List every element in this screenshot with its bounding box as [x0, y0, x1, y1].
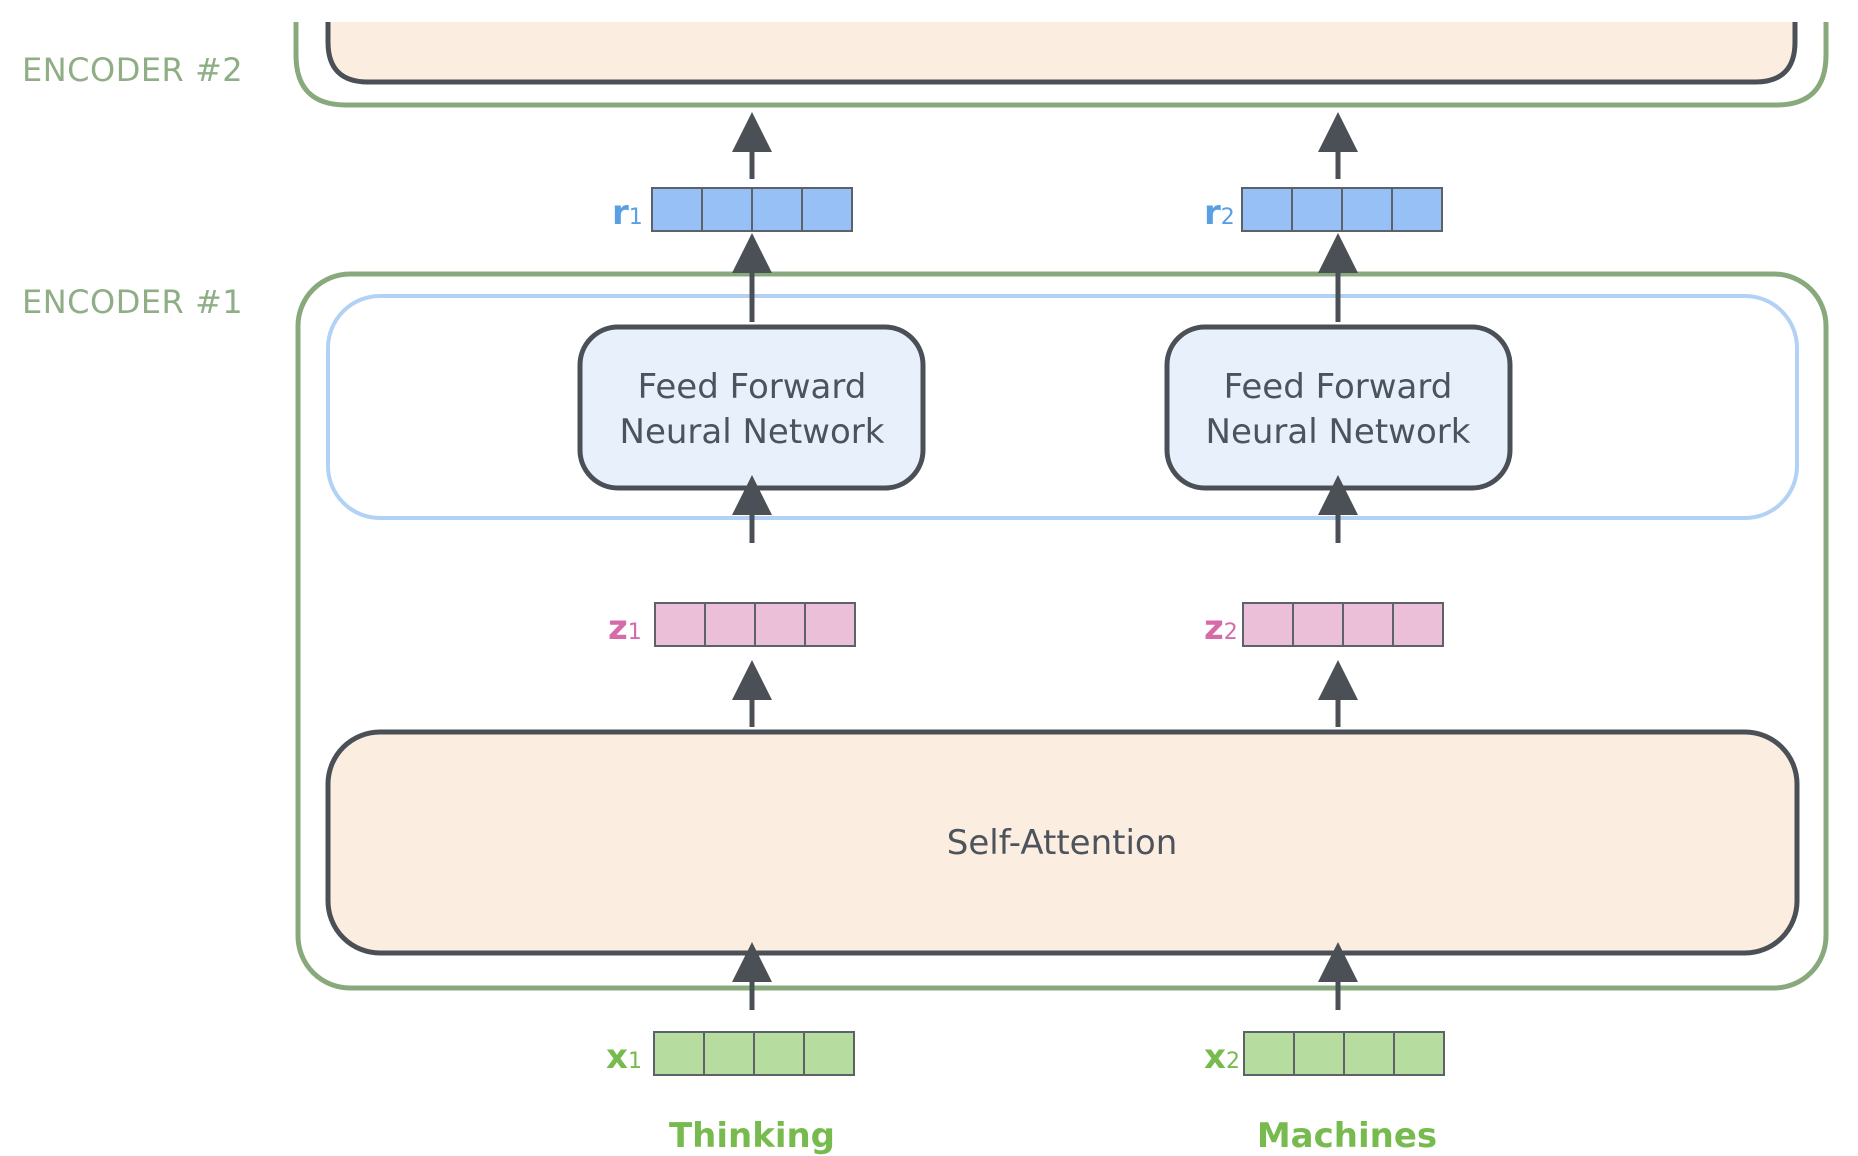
- vector-r1-cell: [651, 187, 703, 232]
- vector-r2-subscript: 2: [1221, 205, 1235, 230]
- vector-z1-cell: [654, 602, 706, 647]
- vector-x1-symbol: x: [606, 1037, 628, 1077]
- vector-z1-label: z1: [608, 608, 642, 648]
- encoder-2-label: ENCODER #2: [22, 51, 243, 89]
- ffnn-1-line2: Neural Network: [620, 412, 885, 452]
- vector-z2-symbol: z: [1204, 608, 1224, 648]
- vector-z2-label: z2: [1204, 608, 1238, 648]
- vector-r1: [651, 187, 853, 232]
- input-word-2: Machines: [1257, 1116, 1437, 1156]
- vector-r1-cell: [701, 187, 753, 232]
- vector-z2-cell: [1342, 602, 1394, 647]
- ffnn-2-line2: Neural Network: [1206, 412, 1471, 452]
- vector-z2: [1242, 602, 1444, 647]
- vector-x2-cell: [1243, 1031, 1295, 1076]
- encoder-2-outer-box: [293, 22, 1829, 108]
- vector-x1-cell: [803, 1031, 855, 1076]
- vector-r1-label: r1: [612, 193, 643, 233]
- vector-x2: [1243, 1031, 1445, 1076]
- vector-x1-subscript: 1: [628, 1049, 642, 1074]
- encoder-2: [293, 22, 1829, 108]
- self-attention-box: [325, 729, 1800, 956]
- vector-z2-cell: [1292, 602, 1344, 647]
- input-word-1: Thinking: [669, 1116, 835, 1156]
- encoder-1-box: [295, 271, 1829, 991]
- ffnn-box-2: [1164, 324, 1513, 491]
- vector-z1-subscript: 1: [628, 620, 642, 645]
- vector-z1: [654, 602, 856, 647]
- vector-r1-cell: [751, 187, 803, 232]
- vector-z1-symbol: z: [608, 608, 628, 648]
- vector-x1: [653, 1031, 855, 1076]
- encoder-1-label: ENCODER #1: [22, 283, 243, 321]
- vector-x2-symbol: x: [1204, 1037, 1226, 1077]
- vector-z2-cell: [1392, 602, 1444, 647]
- ffnn-2-line1: Feed Forward: [1224, 367, 1453, 407]
- vector-x2-cell: [1343, 1031, 1395, 1076]
- vector-x1-cell: [653, 1031, 705, 1076]
- vector-x1-label: x1: [606, 1037, 642, 1077]
- vector-x1-cell: [703, 1031, 755, 1076]
- vector-z2-cell: [1242, 602, 1294, 647]
- vector-r2-cell: [1291, 187, 1343, 232]
- vector-x2-cell: [1293, 1031, 1345, 1076]
- ffnn-group: [326, 294, 1799, 520]
- vector-z1-cell: [704, 602, 756, 647]
- vector-r2-cell: [1341, 187, 1393, 232]
- vector-z1-cell: [754, 602, 806, 647]
- vector-r2-label: r2: [1204, 193, 1235, 233]
- ffnn-box-1: [577, 324, 926, 491]
- ffnn-1-line1: Feed Forward: [638, 367, 867, 407]
- encoder-2-attention-border: [325, 22, 1798, 85]
- vector-x2-cell: [1393, 1031, 1445, 1076]
- vector-r2-cell: [1391, 187, 1443, 232]
- vector-r2: [1241, 187, 1443, 232]
- encoder-2-attention-box: [328, 22, 1795, 82]
- vector-x2-label: x2: [1204, 1037, 1240, 1077]
- vector-z2-subscript: 2: [1224, 620, 1238, 645]
- vector-r1-cell: [801, 187, 853, 232]
- vector-x2-subscript: 2: [1226, 1049, 1240, 1074]
- vector-r1-subscript: 1: [629, 205, 643, 230]
- vector-r1-symbol: r: [612, 193, 629, 233]
- vector-z1-cell: [804, 602, 856, 647]
- vector-r2-cell: [1241, 187, 1293, 232]
- vector-x1-cell: [753, 1031, 805, 1076]
- self-attention-label: Self-Attention: [947, 823, 1178, 863]
- vector-r2-symbol: r: [1204, 193, 1221, 233]
